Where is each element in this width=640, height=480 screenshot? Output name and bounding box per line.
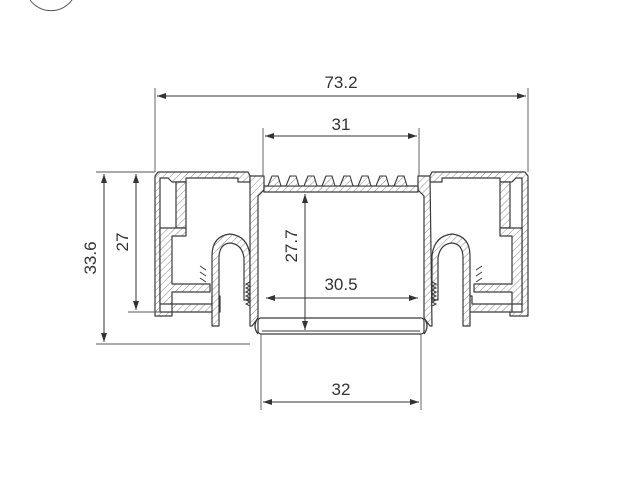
right-web [499, 181, 511, 229]
dim-overall-height: 33.6 [81, 241, 100, 274]
hook-teeth [199, 265, 483, 283]
lens-clip-left [254, 317, 259, 335]
left-web [175, 181, 187, 229]
dim-channel-top-width: 31 [332, 115, 351, 134]
dim-channel-depth: 27.7 [282, 229, 301, 262]
dim-bottom-width: 32 [332, 380, 351, 399]
corner-circle-fragment [29, 0, 73, 12]
right-lower-arm [463, 295, 513, 313]
extension-lines [96, 88, 529, 410]
heatsink-fins [267, 175, 408, 187]
dim-flange-height: 27 [113, 233, 132, 252]
left-wall-serrations [244, 281, 438, 307]
right-box [473, 227, 523, 305]
channel-top-plate [263, 185, 419, 193]
right-hook [431, 233, 471, 327]
diffuser-lens [257, 317, 425, 335]
dimension-lines [101, 93, 526, 405]
left-box [159, 227, 211, 305]
dim-overall-width: 73.2 [324, 73, 357, 92]
dimension-labels: 73.2 31 30.5 32 33.6 27 27.7 [81, 73, 358, 399]
lens-clip-right [423, 317, 428, 335]
aluminium-profile [154, 171, 529, 335]
channel-left-wall [249, 175, 265, 327]
left-hook [211, 233, 251, 327]
dim-inner-width: 30.5 [324, 275, 357, 294]
channel-right-wall [417, 175, 433, 327]
